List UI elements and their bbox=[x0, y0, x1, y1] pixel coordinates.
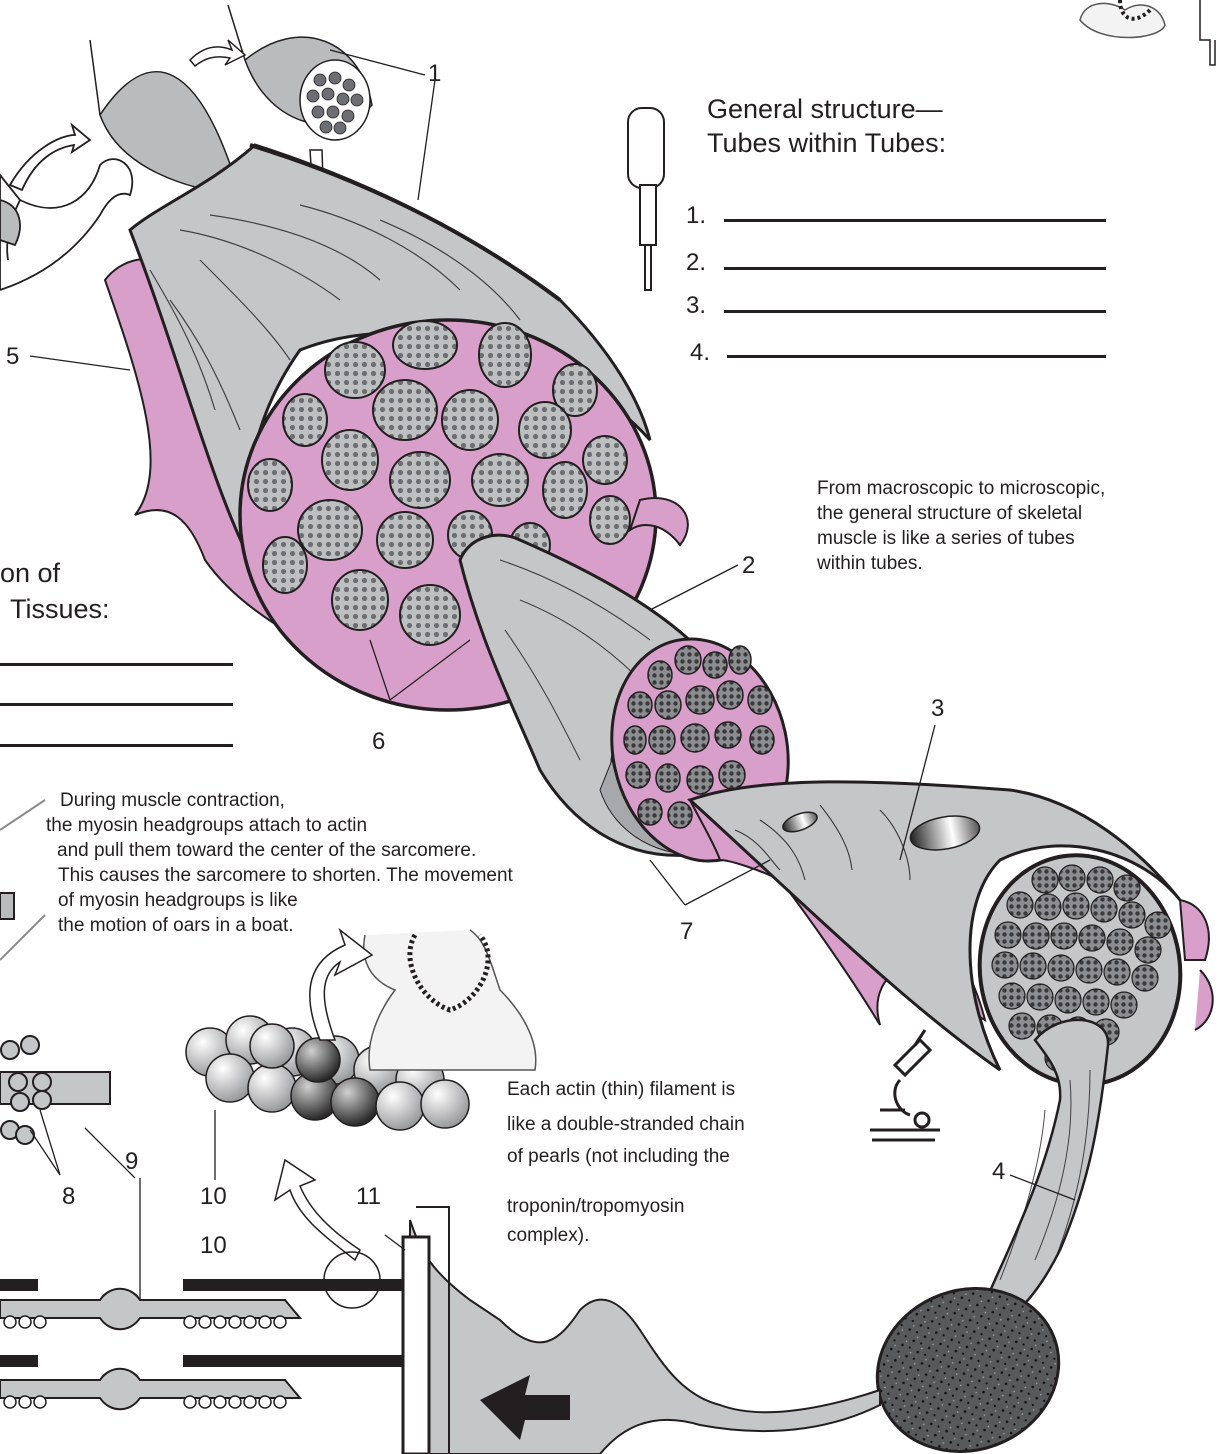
structure-item-4-number: 4. bbox=[690, 339, 710, 367]
callout-6: 6 bbox=[372, 728, 385, 756]
structure-item-4-blank[interactable] bbox=[727, 355, 1106, 358]
actin-paragraph-line2: like a double-stranded chain bbox=[507, 1113, 745, 1137]
thick-filament bbox=[0, 1036, 110, 1144]
tube-icon bbox=[628, 108, 664, 290]
callout-10-bottom: 10 bbox=[200, 1232, 227, 1260]
left-blank-1[interactable] bbox=[0, 663, 233, 666]
actin-paragraph-line3: of pearls (not including the bbox=[507, 1145, 730, 1169]
callout-5: 5 bbox=[6, 343, 19, 371]
muscle-fiber bbox=[690, 782, 1213, 1098]
callout-3: 3 bbox=[931, 695, 944, 723]
actin-paragraph-line4: troponin/tropomyosin bbox=[507, 1195, 684, 1219]
actin-paragraph-line5: complex). bbox=[507, 1224, 589, 1248]
callout-10-top: 10 bbox=[200, 1183, 227, 1211]
callout-7: 7 bbox=[680, 918, 693, 946]
zoom-arrow bbox=[275, 1160, 360, 1260]
structure-title-line2: Tubes within Tubes: bbox=[707, 127, 946, 160]
callout-11: 11 bbox=[356, 1183, 381, 1211]
structure-item-2-blank[interactable] bbox=[724, 267, 1106, 270]
tubes-paragraph-line2: the general structure of skeletal bbox=[817, 502, 1082, 526]
left-blank-2[interactable] bbox=[0, 703, 233, 706]
structure-item-1-blank[interactable] bbox=[724, 219, 1106, 222]
structure-item-1-number: 1. bbox=[686, 202, 706, 230]
structure-item-3-blank[interactable] bbox=[724, 310, 1106, 313]
structure-item-3-number: 3. bbox=[686, 292, 706, 320]
contraction-paragraph-line1: During muscle contraction, bbox=[60, 789, 285, 813]
callout-2: 2 bbox=[742, 552, 755, 580]
contraction-paragraph-line4: This causes the sarcomere to shorten. Th… bbox=[58, 864, 513, 888]
contraction-paragraph-line3: and pull them toward the center of the s… bbox=[57, 839, 476, 863]
bicep-arm-icon bbox=[0, 125, 132, 290]
left-title-line1: on of bbox=[0, 557, 60, 590]
microscope-icon bbox=[870, 1030, 940, 1140]
contraction-paragraph-line5: of myosin headgroups is like bbox=[58, 889, 298, 913]
structure-item-2-number: 2. bbox=[686, 249, 706, 277]
callout-9: 9 bbox=[125, 1148, 138, 1176]
tubes-paragraph-line3: muscle is like a series of tubes bbox=[817, 527, 1075, 551]
rowing-oar-icon bbox=[0, 800, 45, 960]
callout-8: 8 bbox=[62, 1183, 75, 1211]
contraction-paragraph-line2: the myosin headgroups attach to actin bbox=[46, 814, 367, 838]
tubes-paragraph-line1: From macroscopic to microscopic, bbox=[817, 477, 1105, 501]
structure-title-line1: General structure— bbox=[707, 93, 943, 126]
callout-1: 1 bbox=[428, 60, 441, 88]
actin-paragraph-line1: Each actin (thin) filament is bbox=[507, 1078, 735, 1102]
curved-arrow-icon bbox=[310, 930, 372, 1040]
contraction-paragraph-line6: the motion of oars in a boat. bbox=[58, 914, 294, 938]
callout-4: 4 bbox=[992, 1158, 1005, 1186]
tubes-paragraph-line4: within tubes. bbox=[817, 552, 923, 576]
left-title-line2: Tissues: bbox=[10, 593, 110, 626]
left-blank-3[interactable] bbox=[0, 744, 233, 747]
